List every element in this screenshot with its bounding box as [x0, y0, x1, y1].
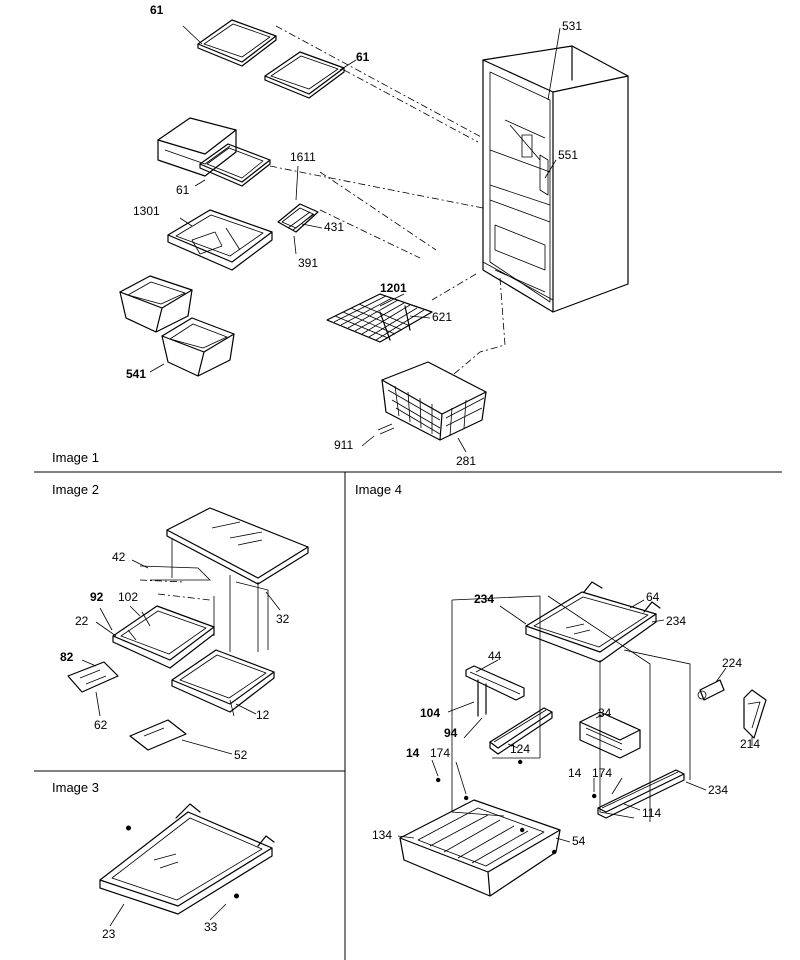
callout-104: 104: [420, 706, 441, 720]
callout-54: 54: [572, 834, 586, 848]
freezer-basket-281: [377, 361, 487, 441]
glass-shelf-64: [525, 581, 661, 663]
callout-14-right: 14: [568, 766, 582, 780]
shelf-61-top-right: [264, 51, 345, 99]
callout-62: 62: [94, 718, 108, 732]
rail-44: [465, 665, 525, 717]
callout-102: 102: [118, 590, 139, 604]
callout-214: 214: [740, 737, 761, 751]
panel-title-image2: Image 2: [52, 482, 99, 497]
callout-61-top: 61: [150, 3, 164, 17]
callout-621: 621: [432, 310, 453, 324]
handle-214: [743, 689, 767, 739]
callout-12: 12: [256, 708, 270, 722]
shelf-frame-22: [112, 605, 215, 669]
callout-61-right: 61: [356, 50, 370, 64]
crisper-pan-541-left: [119, 275, 193, 333]
callout-234-bottom: 234: [708, 783, 729, 797]
callout-174-right: 174: [592, 766, 613, 780]
shelf-frame-12: [171, 649, 275, 717]
panel-title-image3: Image 3: [52, 780, 99, 795]
callout-23: 23: [102, 927, 116, 941]
callout-1201: 1201: [380, 281, 407, 295]
callout-911: 911: [334, 438, 354, 452]
callout-391: 391: [298, 256, 319, 270]
callout-44: 44: [488, 649, 502, 663]
rail-124: [489, 707, 553, 755]
rail-114: [597, 769, 685, 819]
image3-leaders: [109, 903, 227, 927]
crisper-cover-1301: [167, 209, 273, 271]
callout-114: 114: [642, 806, 662, 820]
refrigerator-cabinet: [482, 45, 629, 313]
callout-14-left: 14: [406, 746, 420, 760]
callout-431: 431: [324, 220, 345, 234]
image4-guide-lines: [451, 595, 691, 822]
callout-33: 33: [204, 920, 218, 934]
callout-61-middle: 61: [176, 183, 190, 197]
image2-leaders: [81, 559, 281, 755]
callout-531: 531: [562, 19, 583, 33]
callout-234-right: 234: [666, 614, 687, 628]
callout-224: 224: [722, 656, 743, 670]
panel-title-image4: Image 4: [355, 482, 402, 497]
wire-shelf-1201: [326, 293, 433, 343]
image1-leaders: [149, 25, 561, 453]
image1-dash-lines: [269, 25, 506, 375]
callout-281: 281: [456, 454, 477, 468]
callout-234-left: 234: [474, 592, 495, 606]
callout-94: 94: [444, 726, 458, 740]
callout-52: 52: [234, 748, 248, 762]
image2-guide-lines: [139, 538, 269, 652]
callout-64: 64: [646, 590, 660, 604]
callout-42: 42: [112, 550, 126, 564]
callout-551: 551: [558, 148, 579, 162]
callout-174-left: 174: [430, 746, 451, 760]
glass-shelf-32: [166, 507, 309, 585]
callout-1301: 1301: [133, 204, 160, 218]
image4-leaders: [397, 599, 753, 843]
callout-134: 134: [372, 828, 393, 842]
shelf-assembly-image3: [99, 803, 275, 915]
callout-541: 541: [126, 367, 147, 381]
shelf-61-top-left: [197, 19, 277, 67]
callout-92: 92: [90, 590, 104, 604]
callout-32: 32: [276, 612, 290, 626]
panel-title-image1: Image 1: [52, 450, 99, 465]
panel-dividers: [34, 471, 782, 960]
crisper-assembly-stack: [157, 117, 271, 187]
knob-224: [697, 679, 725, 701]
trim-52: [129, 719, 187, 751]
trim-62: [67, 661, 119, 693]
control-housing-1611: [277, 203, 319, 233]
callout-82: 82: [60, 650, 74, 664]
crisper-pan-541-right: [161, 317, 235, 377]
callout-1611: 1611: [290, 150, 316, 164]
bracket-34: [579, 711, 641, 759]
callout-34: 34: [598, 706, 612, 720]
callout-22: 22: [75, 614, 89, 628]
callout-124: 124: [510, 742, 531, 756]
